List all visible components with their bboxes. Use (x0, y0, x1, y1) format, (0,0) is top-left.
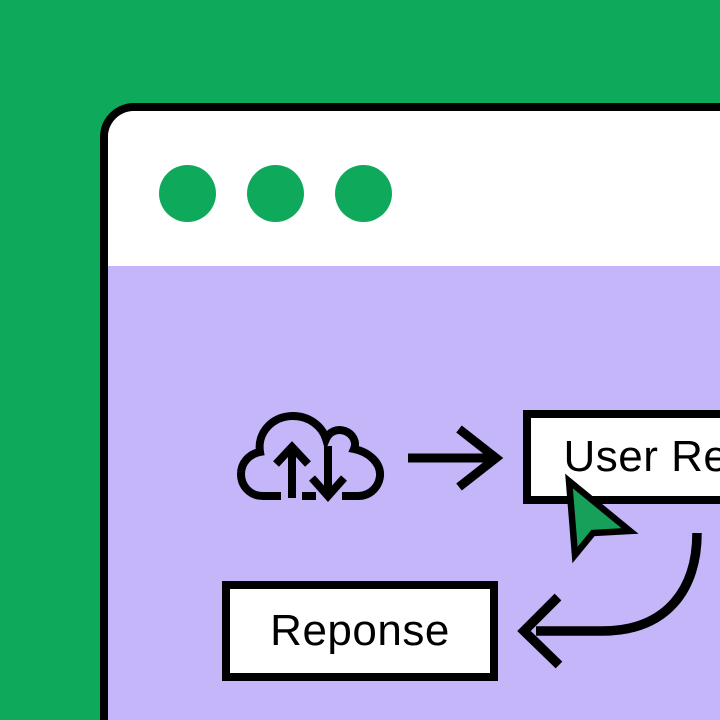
window-control-dot[interactable] (159, 164, 216, 222)
request-box[interactable]: User Request (523, 410, 720, 504)
window-control-dot[interactable] (247, 164, 304, 222)
cloud-transfer-icon (236, 411, 384, 503)
response-box-label: Reponse (270, 606, 450, 655)
window-content: User Request Reponse (108, 266, 720, 720)
request-box-label: User Request (563, 432, 720, 481)
arrow-curved-left-icon (517, 532, 702, 669)
window-titlebar (108, 111, 720, 266)
browser-window: User Request Reponse (100, 103, 720, 720)
upload-arrow-icon (273, 441, 311, 498)
cursor-pointer-icon (565, 473, 639, 564)
response-box[interactable]: Reponse (222, 581, 498, 681)
arrow-right-icon (408, 425, 504, 491)
window-control-dot[interactable] (335, 164, 392, 222)
download-arrow-icon (309, 446, 347, 503)
